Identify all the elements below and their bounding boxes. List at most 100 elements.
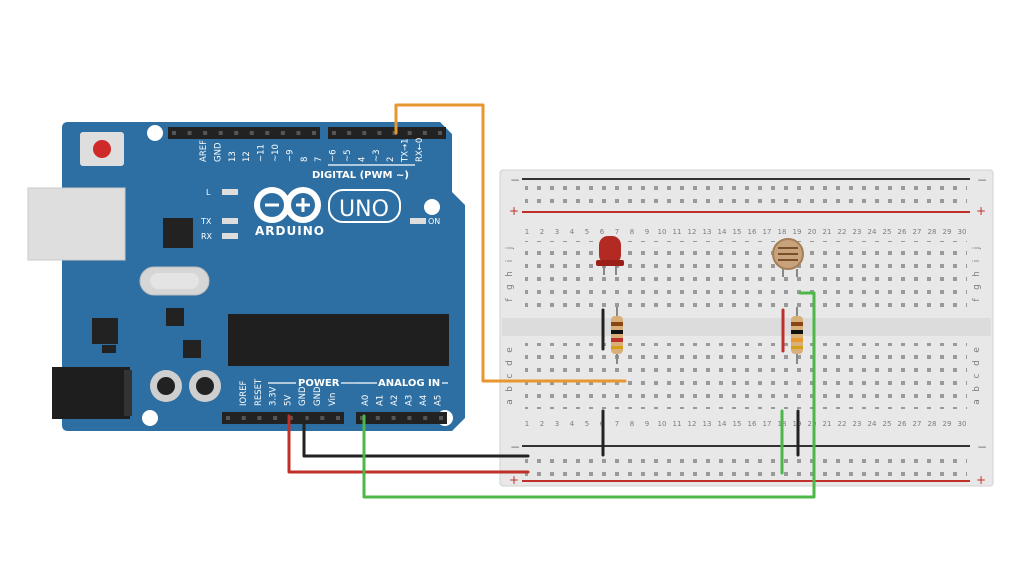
pin-label: ~9 xyxy=(285,149,295,162)
pin-label: A4 xyxy=(419,395,429,406)
row-letter: a xyxy=(972,399,982,405)
column-number: 25 xyxy=(883,228,892,236)
column-number: 4 xyxy=(570,228,575,236)
row-letter: f xyxy=(505,298,515,302)
wires xyxy=(287,103,816,499)
pin-label: A2 xyxy=(390,395,400,406)
brand-label: ARDUINO xyxy=(255,224,325,238)
column-number: 15 xyxy=(733,420,742,428)
pin-label: 8 xyxy=(300,157,310,162)
column-number: 8 xyxy=(630,228,634,236)
column-number: 5 xyxy=(585,228,589,236)
row-letter: j xyxy=(972,247,982,251)
pin-label: RX←0 xyxy=(415,138,425,162)
column-number: 24 xyxy=(868,228,877,236)
led-rx-label: RX xyxy=(201,232,213,241)
row-letter: d xyxy=(505,360,515,366)
column-number: 22 xyxy=(838,228,847,236)
pin-label: 2 xyxy=(386,157,396,162)
column-number: 27 xyxy=(913,420,922,428)
pin-label: Vin xyxy=(328,393,338,406)
column-number: 13 xyxy=(703,420,712,428)
column-number: 22 xyxy=(838,420,847,428)
column-number: 26 xyxy=(898,420,907,428)
pin-label: IOREF xyxy=(239,381,249,406)
row-letter: g xyxy=(505,284,515,290)
column-number: 9 xyxy=(645,420,649,428)
column-number: 2 xyxy=(540,228,544,236)
column-number: 1 xyxy=(525,228,529,236)
column-number: 27 xyxy=(913,228,922,236)
row-letter: j xyxy=(505,247,515,251)
column-number: 17 xyxy=(763,420,772,428)
column-number: 1 xyxy=(525,420,529,428)
rail-minus-label: − xyxy=(977,173,987,187)
column-number: 19 xyxy=(793,228,802,236)
column-number: 12 xyxy=(688,420,697,428)
row-letter: h xyxy=(972,271,982,277)
rail-minus-label: − xyxy=(977,440,987,454)
column-number: 2 xyxy=(540,420,544,428)
column-number: 18 xyxy=(778,228,787,236)
column-number: 30 xyxy=(958,420,967,428)
pin-label: TX→1 xyxy=(401,138,411,163)
row-letter: h xyxy=(505,271,515,277)
column-number: 29 xyxy=(943,228,952,236)
row-letter: e xyxy=(972,347,982,353)
pin-label: 7 xyxy=(314,157,324,162)
column-number: 11 xyxy=(673,420,682,428)
photoresistor-component xyxy=(772,238,804,277)
pin-label: ~5 xyxy=(343,149,353,162)
column-number: 20 xyxy=(808,420,817,428)
row-letter: c xyxy=(972,373,982,378)
column-number: 17 xyxy=(763,228,772,236)
column-number: 16 xyxy=(748,228,757,236)
row-letter: b xyxy=(505,386,515,392)
pin-label: RESET xyxy=(254,378,264,406)
column-number: 14 xyxy=(718,420,727,428)
rail-plus-label: + xyxy=(976,204,986,218)
column-number: 5 xyxy=(585,420,589,428)
column-number: 10 xyxy=(658,420,667,428)
rail-minus-label: − xyxy=(510,173,520,187)
row-letter: f xyxy=(972,298,982,302)
column-number: 30 xyxy=(958,228,967,236)
digital-header-label: DIGITAL (PWM ~) xyxy=(312,170,409,181)
column-number: 13 xyxy=(703,228,712,236)
row-letter: g xyxy=(972,284,982,290)
analog-header-label: ANALOG IN xyxy=(378,378,440,389)
column-number: 6 xyxy=(600,228,605,236)
column-number: 21 xyxy=(823,228,832,236)
pin-label: ~11 xyxy=(257,144,267,162)
model-label: UNO xyxy=(339,197,389,222)
pin-label: GND xyxy=(313,386,323,406)
resistor-photoresistor xyxy=(791,307,803,364)
column-number: 16 xyxy=(748,420,757,428)
column-number: 4 xyxy=(570,420,575,428)
pin-label: 12 xyxy=(242,151,252,162)
rail-plus-label: + xyxy=(509,473,519,487)
column-number: 14 xyxy=(718,228,727,236)
pin-label: A0 xyxy=(361,395,371,406)
power-header-label: POWER xyxy=(298,378,340,389)
wire-green-a0 xyxy=(362,291,816,499)
row-letter: i xyxy=(972,260,982,263)
row-letter: b xyxy=(972,386,982,392)
rail-plus-label: + xyxy=(976,473,986,487)
column-number: 12 xyxy=(688,228,697,236)
column-number: 24 xyxy=(868,420,877,428)
column-number: 7 xyxy=(615,420,619,428)
row-letter: a xyxy=(505,399,515,405)
wire-red-5v xyxy=(287,414,530,474)
row-letter: c xyxy=(505,373,515,378)
pin-label: AREF xyxy=(199,140,209,162)
row-letter: i xyxy=(505,260,515,263)
rail-plus-label: + xyxy=(509,204,519,218)
wire-black-gnd xyxy=(302,414,530,458)
arduino-uno-board: L TX RX ON ARDUINO UNO DIGITAL (PWM ~) P… xyxy=(27,122,465,431)
column-number: 20 xyxy=(808,228,817,236)
column-number: 28 xyxy=(928,228,937,236)
led-on-label: ON xyxy=(428,217,440,226)
column-number: 25 xyxy=(883,420,892,428)
